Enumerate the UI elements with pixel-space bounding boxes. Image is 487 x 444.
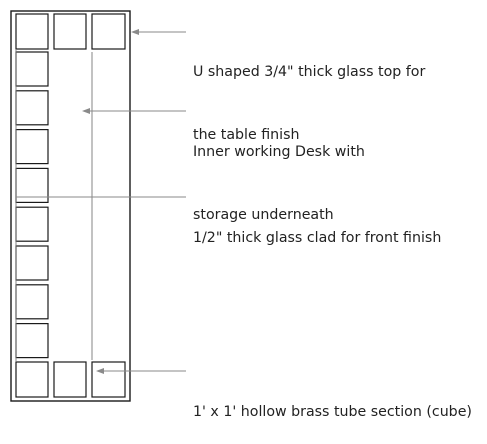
label-glass-top: U shaped 3/4" thick glass top for the ta…	[193, 20, 425, 167]
brass-cube-cell	[91, 361, 126, 398]
brass-cube-cell	[15, 129, 49, 165]
arrowhead-icon	[131, 29, 139, 35]
brass-cube-cell	[15, 284, 49, 320]
brass-cube-cell	[15, 90, 49, 126]
leader-inner-desk	[82, 108, 186, 114]
brass-cube-grid	[15, 13, 126, 398]
brass-cube-cell	[15, 206, 49, 242]
label-line: U shaped 3/4" thick glass top for	[193, 64, 426, 80]
brass-cube-cell	[91, 13, 126, 50]
brass-cube-cell	[15, 323, 49, 359]
arrowhead-icon	[82, 108, 90, 114]
label-line: 1/2" thick glass clad for front finish	[193, 230, 442, 246]
arrowhead-icon	[96, 368, 104, 374]
brass-cube-cell	[15, 13, 49, 50]
brass-cube-cell	[53, 361, 87, 398]
table-outline	[10, 10, 131, 402]
brass-cube-cell	[15, 51, 49, 87]
brass-cube-cell	[15, 245, 49, 281]
label-brass-tube: 1' x 1' hollow brass tube section (cube)	[193, 360, 472, 444]
u-shaped-table-plan	[10, 10, 186, 402]
label-line: the table finish	[193, 127, 300, 143]
leader-glass-top	[131, 29, 186, 35]
label-line: Inner working Desk with	[193, 144, 365, 160]
label-glass-clad: 1/2" thick glass clad for front finish	[193, 186, 441, 270]
leader-brass-tube	[96, 368, 186, 374]
brass-cube-cell	[15, 361, 49, 398]
label-line: storage underneath	[193, 207, 334, 223]
brass-cube-cell	[53, 13, 87, 50]
label-inner-desk: Inner working Desk with storage undernea…	[193, 100, 365, 247]
